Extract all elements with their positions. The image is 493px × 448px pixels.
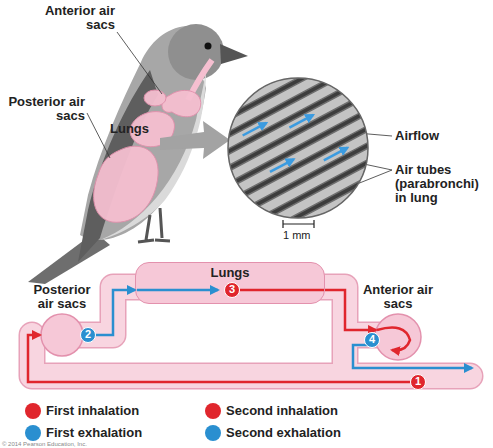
magnify-arrow [160,121,230,159]
node-label: Anterior air sacs [360,283,436,311]
part-label: © 2014 Pearson Education, Inc. [2,440,162,448]
air-sac-circle: Anterior air sacs [374,313,422,361]
part-label: Anterior air sacs [35,4,115,32]
part-label: Air tubes (parabronchi) in lung [395,163,490,205]
legend-label: Second exhalation [226,426,341,440]
parabronchi-micrograph [169,32,431,263]
callout-number: 3 [224,282,240,298]
callout-number: 4 [364,332,380,348]
part-label: Lungs [110,122,160,136]
scale-bar [283,220,314,228]
sac-outline [374,313,422,361]
legend-swatch [205,425,221,441]
node-label: Posterior air sacs [25,283,99,311]
legend-label: Second inhalation [226,404,338,418]
sac-outline [40,313,84,357]
legend-swatch [25,425,41,441]
bird-illustration [28,24,248,284]
callout-number: 2 [80,327,96,343]
part-label: Airflow [395,129,485,143]
legend-swatch [205,403,221,419]
airflow-line [377,328,410,351]
legend-label: First exhalation [46,426,142,440]
air-sac-circle: Posterior air sacs [40,313,84,357]
legend-swatch [25,403,41,419]
airflow-line [137,289,218,292]
part-label: Posterior air sacs [5,95,85,123]
callout-number: 1 [410,374,426,390]
node-label: Lungs [135,266,325,280]
legend-label: First inhalation [46,404,139,418]
airflow-line [353,345,472,368]
part-label: 1 mm [283,229,323,242]
airflow-arrow [325,290,376,330]
airflow-line [240,289,324,292]
